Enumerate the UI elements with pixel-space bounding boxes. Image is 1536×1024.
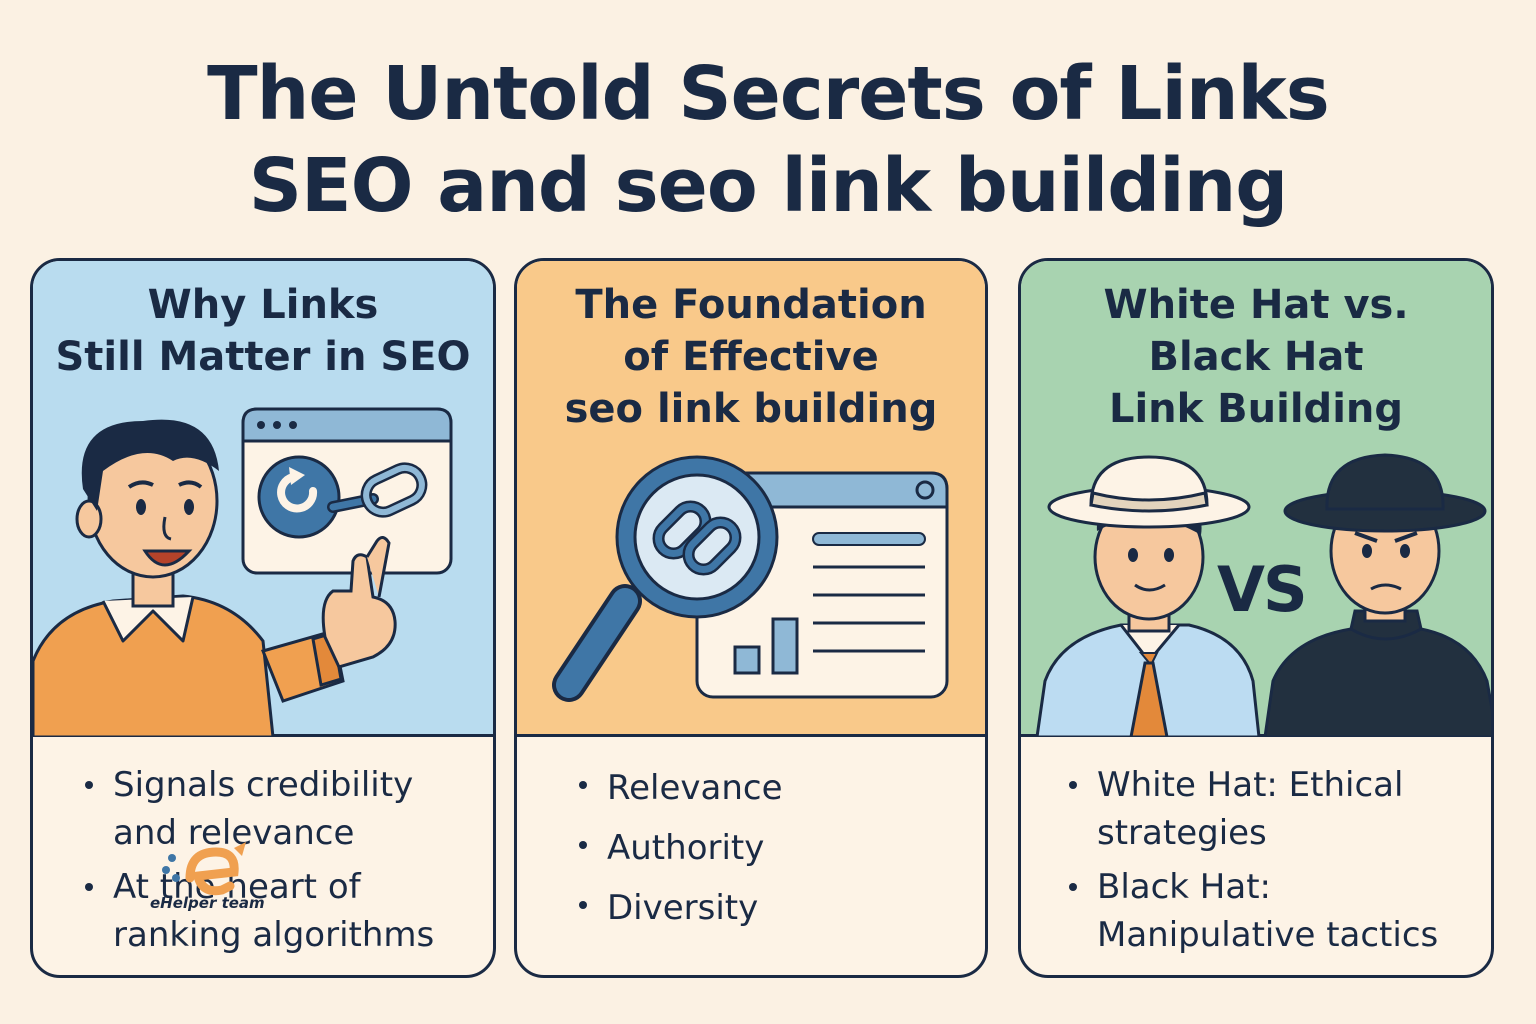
white-hat-person-icon <box>1035 455 1261 737</box>
black-hat-person-icon <box>1263 453 1491 737</box>
card-foundation-heading: The Foundation of Effective seo link bui… <box>564 282 938 432</box>
card-why-links-illustration-area: Why Links Still Matter in SEO <box>33 261 493 737</box>
browser-link-icon <box>241 407 453 575</box>
title-line-2: SEO and seo link building <box>248 143 1288 229</box>
list-item: Black Hat: Manipulative tactics <box>1069 863 1489 959</box>
card-foundation: The Foundation of Effective seo link bui… <box>514 258 988 978</box>
ehelper-logo-icon <box>162 842 246 896</box>
card-foundation-illustration-area: The Foundation of Effective seo link bui… <box>517 261 985 737</box>
list-item: Signals credibility and relevance <box>85 761 485 857</box>
list-item: Diversity <box>579 881 979 935</box>
card-why-links: Why Links Still Matter in SEO Signals cr… <box>30 258 496 978</box>
magnifier-link-icon <box>552 455 949 702</box>
page-title: The Untold Secrets of Links SEO and seo … <box>0 48 1536 232</box>
list-item: At the heart of ranking algorithms <box>85 863 485 959</box>
list-item: Relevance <box>579 761 979 815</box>
card-hat-illustration-area: VS White Hat vs. Black Hat Link Building <box>1021 261 1491 737</box>
card-why-links-bullets: Signals credibility and relevance At the… <box>85 761 485 965</box>
title-line-1: The Untold Secrets of Links <box>207 51 1330 137</box>
card-foundation-bullets: Relevance Authority Diversity <box>579 761 979 941</box>
card-hat-bullets: White Hat: Ethical strategies Black Hat:… <box>1069 761 1489 965</box>
card-white-vs-black-hat: VS White Hat vs. Black Hat Link Building… <box>1018 258 1494 978</box>
vs-label: VS <box>1217 553 1308 626</box>
card-why-links-heading: Why Links Still Matter in SEO <box>55 282 471 380</box>
card-hat-heading: White Hat vs. Black Hat Link Building <box>1103 282 1409 432</box>
watermark-text: eHelper team <box>150 894 265 912</box>
person-pointing-icon <box>33 407 453 737</box>
list-item: Authority <box>579 821 979 875</box>
list-item: White Hat: Ethical strategies <box>1069 761 1489 857</box>
